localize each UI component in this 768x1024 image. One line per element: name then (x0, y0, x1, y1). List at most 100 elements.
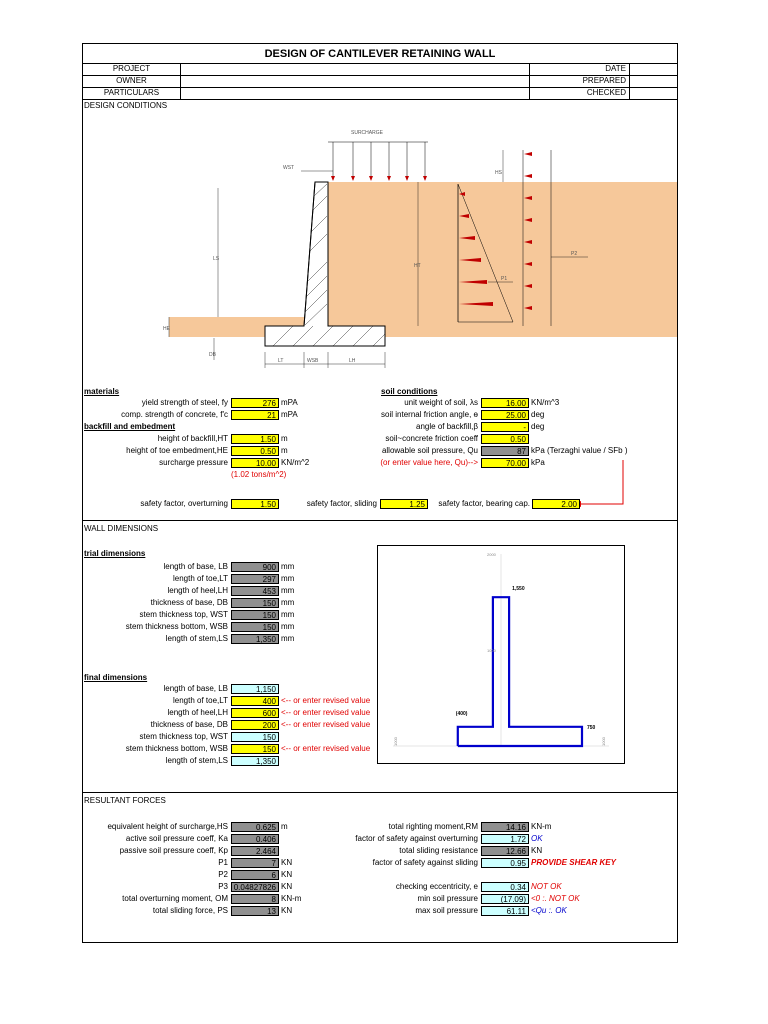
resultant-label: factor of safety against overturning (355, 834, 478, 843)
trial-label: stem thickness bottom, WSB (125, 622, 228, 631)
ht-input[interactable]: 1.50 (231, 434, 279, 444)
fy-unit: mPA (281, 398, 298, 407)
he-label: height of toe embedment,HE (126, 446, 228, 455)
revise-note: <-- or enter revised value (281, 708, 371, 717)
y-tick-label: 1000 (487, 648, 497, 653)
sf-bearing-label: safety factor, bearing cap. (438, 499, 530, 508)
gamma-unit: KN/m^3 (531, 398, 560, 407)
resultant-value: 8 (231, 894, 279, 904)
design-conditions-heading: DESIGN CONDITIONS (84, 101, 168, 110)
final-label: thickness of base, DB (150, 720, 228, 729)
resultant-value: 0.04827826 (231, 882, 279, 892)
final-value[interactable]: 150 (231, 744, 279, 754)
soil-heading: soil conditions (381, 387, 438, 396)
resultant-value: 0.406 (231, 834, 279, 844)
sf-sliding-label: safety factor, sliding (306, 499, 377, 508)
svg-text:LS: LS (213, 256, 220, 262)
final-value[interactable]: 200 (231, 720, 279, 730)
resultant-unit: m (281, 822, 288, 831)
fy-label: yield strength of steel, fy (141, 398, 228, 407)
resultant-label: total sliding force, PS (152, 906, 228, 915)
bearing-arrow (573, 460, 624, 507)
resultant-status: <Qu :. OK (531, 906, 567, 915)
trial-value: 453 (231, 586, 279, 596)
wall-dimensions-heading: WALL DIMENSIONS (84, 524, 159, 533)
resultant-label: P3 (218, 882, 228, 891)
qu-unit: kPa (531, 458, 545, 467)
ht-unit: m (281, 434, 288, 443)
trial-unit: mm (281, 562, 295, 571)
revise-note: <-- or enter revised value (281, 744, 371, 753)
svg-text:WST: WST (283, 165, 294, 171)
resultant-label: P1 (218, 858, 228, 867)
trial-unit: mm (281, 634, 295, 643)
trial-label: length of toe,LT (173, 574, 228, 583)
svg-text:LT: LT (278, 358, 283, 364)
resultant-label: total overturning moment, OM (122, 894, 228, 903)
resultant-value: 7 (231, 858, 279, 868)
gamma-label: unit weight of soil, λs (404, 398, 478, 407)
sf-sliding-input[interactable]: 1.25 (380, 499, 428, 509)
svg-text:DB: DB (209, 352, 217, 358)
svg-text:HT: HT (414, 263, 421, 269)
surcharge-note: (1.02 tons/m^2) (231, 470, 287, 479)
resultant-value: 13 (231, 906, 279, 916)
resultant-value: (17.09) (481, 894, 529, 904)
trial-value: 1,350 (231, 634, 279, 644)
prepared-label: PREPARED (582, 76, 626, 85)
surcharge-arrows (332, 142, 426, 178)
final-value[interactable]: 400 (231, 696, 279, 706)
sf-overturning-input[interactable]: 1.50 (231, 499, 279, 509)
final-label: stem thickness top, WST (139, 732, 228, 741)
resultant-status: NOT OK (531, 882, 562, 891)
resultant-status: PROVIDE SHEAR KEY (531, 858, 616, 867)
fc-input[interactable]: 21 (231, 410, 279, 420)
gamma-input[interactable]: 16.00 (481, 398, 529, 408)
resultant-status: OK (531, 834, 543, 843)
trial-value: 900 (231, 562, 279, 572)
mu-input[interactable]: 0.50 (481, 434, 529, 444)
resultant-label: total righting moment,RM (388, 822, 478, 831)
svg-text:P1: P1 (501, 276, 507, 282)
resultant-value: 6 (231, 870, 279, 880)
surcharge-unit: KN/m^2 (281, 458, 310, 467)
beta-label: angle of backfill,β (416, 422, 478, 431)
trial-value: 297 (231, 574, 279, 584)
qu-input[interactable]: 70.00 (481, 458, 529, 468)
fc-unit: mPA (281, 410, 298, 419)
qa-value: 87 (481, 446, 529, 456)
fy-input[interactable]: 276 (231, 398, 279, 408)
trial-label: thickness of base, DB (150, 598, 228, 607)
resultant-status: <0 :. NOT OK (531, 894, 580, 903)
he-input[interactable]: 0.50 (231, 446, 279, 456)
resultant-value: 0.95 (481, 858, 529, 868)
surcharge-label: SURCHARGE (351, 130, 384, 136)
resultant-value: 61.11 (481, 906, 529, 916)
trial-unit: mm (281, 610, 295, 619)
final-label: stem thickness bottom, WSB (125, 744, 228, 753)
resultant-label: P2 (218, 870, 228, 879)
resultant-unit: KN-m (281, 894, 302, 903)
backfill-heading: backfill and embedment (84, 422, 176, 431)
beta-input[interactable]: - (481, 422, 529, 432)
final-label: length of toe,LT (173, 696, 228, 705)
resultant-status: KN (531, 846, 543, 855)
project-label: PROJECT (112, 64, 151, 73)
left-label: (400) (456, 711, 468, 717)
final-value[interactable]: 600 (231, 708, 279, 718)
surcharge-input[interactable]: 10.00 (231, 458, 279, 468)
trial-unit: mm (281, 574, 295, 583)
x-tick-label: 1000 (393, 736, 398, 746)
resultant-value: 0.625 (231, 822, 279, 832)
ht-label: height of backfill,HT (157, 434, 228, 443)
materials-heading: materials (84, 387, 120, 396)
phi-input[interactable]: 25.00 (481, 410, 529, 420)
trial-value: 150 (231, 610, 279, 620)
svg-text:LH: LH (349, 358, 356, 364)
revise-note: <-- or enter revised value (281, 696, 371, 705)
resultant-label: equivalent height of surcharge,HS (107, 822, 228, 831)
sf-bearing-input[interactable]: 2.00 (532, 499, 580, 509)
resultant-label: total sliding resistance (399, 846, 478, 855)
resultant-unit: KN (281, 858, 293, 867)
